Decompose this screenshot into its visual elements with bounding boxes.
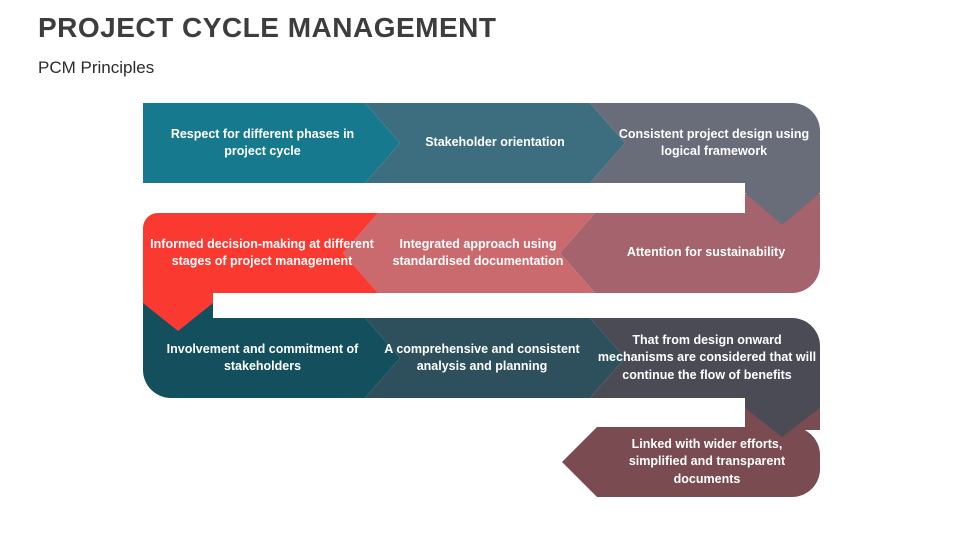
down-arrow-1: [745, 183, 820, 225]
segment-linked-wider-efforts: [562, 427, 820, 497]
segment-integrated-approach: [343, 213, 595, 293]
down-arrow-2: [143, 293, 213, 331]
segment-comprehensive-analysis: [365, 318, 625, 398]
segment-consistent-design: [590, 103, 820, 183]
down-arrow-3: [745, 398, 820, 437]
segment-respect-phases: [143, 103, 400, 183]
page-title: PROJECT CYCLE MANAGEMENT: [38, 12, 497, 43]
page-subtitle: PCM Principles: [38, 58, 155, 77]
segment-attention-sustainability: [560, 213, 820, 293]
segment-involvement-stakeholders: [143, 318, 400, 398]
segment-design-onward: [590, 318, 820, 398]
segment-stakeholder-orientation: [365, 103, 625, 183]
segment-informed-decision: [143, 213, 378, 293]
